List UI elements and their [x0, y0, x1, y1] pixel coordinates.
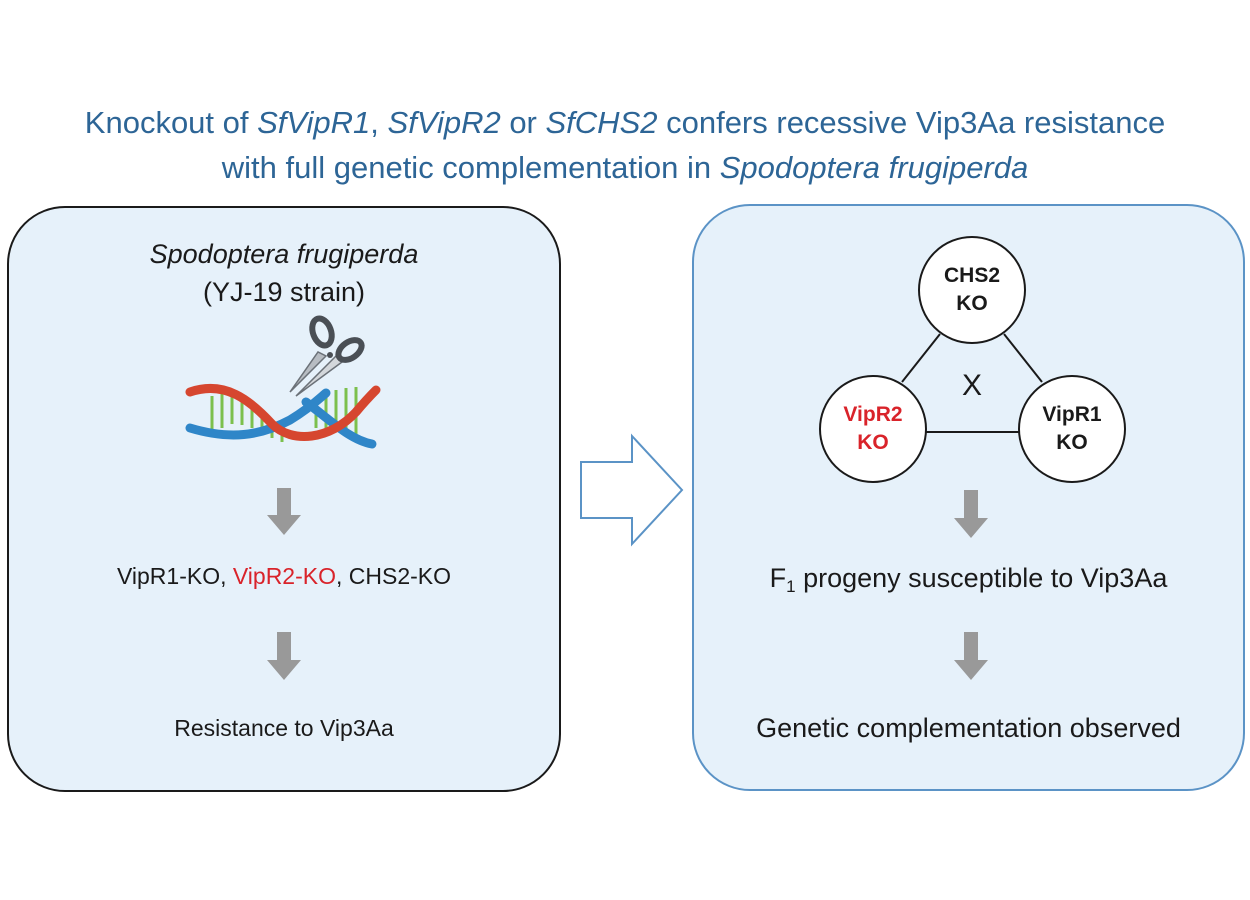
down-arrow-icon [954, 490, 988, 538]
node-chs2-ko: CHS2 KO [918, 236, 1026, 344]
title-1-segment: SfCHS2 [545, 105, 658, 140]
node-vipr1-line2: KO [1056, 431, 1088, 454]
down-arrow-icon [267, 632, 301, 680]
dna-icon [185, 383, 381, 449]
f1-prefix: F [769, 563, 787, 593]
cross-triangle [901, 333, 1043, 433]
knockout-item: CHS2-KO [348, 563, 452, 589]
node-vipr2-ko: VipR2 KO [819, 375, 927, 483]
node-chs2-line2: KO [956, 292, 988, 315]
title-2-segment: with full genetic complementation in [221, 150, 720, 185]
knockout-item: VipR1-KO [116, 563, 221, 589]
title-1-segment: or [500, 105, 546, 140]
right-arrow-icon [580, 433, 684, 547]
node-vipr1-ko: VipR1 KO [1018, 375, 1126, 483]
complementation-outcome: Genetic complementation observed [756, 713, 1181, 743]
title-line-2: with full genetic complementation in Spo… [0, 145, 1250, 190]
f1-subscript: 1 [786, 577, 796, 596]
down-arrow-icon [954, 632, 988, 680]
cross-symbol: X [961, 369, 982, 402]
scissors-icon [289, 315, 365, 397]
f1-progeny-label: F1 progeny susceptible to Vip3Aa [692, 560, 1245, 605]
title-line-1: Knockout of SfVipR1, SfVipR2 or SfCHS2 c… [0, 100, 1250, 145]
title-1-segment: Knockout of [84, 105, 258, 140]
resistance-outcome: Resistance to Vip3Aa [174, 715, 394, 741]
title-1-segment: SfVipR1 [257, 105, 371, 140]
species-name: Spodoptera frugiperda [149, 239, 419, 269]
down-arrow-icon [267, 488, 301, 535]
node-vipr2-line1: VipR2 [843, 403, 903, 426]
knockout-item: , [220, 563, 233, 589]
title-1-segment: confers recessive Vip3Aa resistance [657, 105, 1166, 140]
title-1-segment: , [370, 105, 388, 140]
knockout-item: VipR2-KO [232, 563, 336, 589]
f1-rest: progeny susceptible to Vip3Aa [795, 563, 1168, 593]
strain-label: (YJ-19 strain) [202, 277, 366, 307]
node-vipr2-line2: KO [857, 431, 889, 454]
title-2-segment: Spodoptera frugiperda [719, 150, 1029, 185]
node-chs2-line1: CHS2 [943, 264, 1001, 287]
node-vipr1-line1: VipR1 [1042, 403, 1102, 426]
diagram-title: Knockout of SfVipR1, SfVipR2 or SfCHS2 c… [0, 100, 1250, 190]
knockout-item: , [336, 563, 349, 589]
knockout-list: VipR1-KO, VipR2-KO, CHS2-KO [7, 560, 561, 592]
title-1-segment: SfVipR2 [387, 105, 501, 140]
